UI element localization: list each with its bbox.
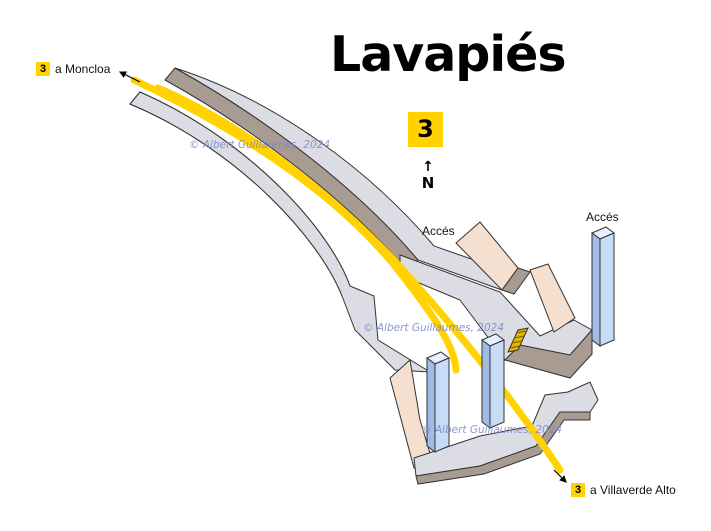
north-label: N <box>421 174 435 192</box>
north-arrow-icon: ↑ <box>422 159 434 175</box>
watermark: © Albert Guillaumes, 2024 <box>189 139 331 151</box>
track-line3-upper <box>154 84 564 474</box>
watermark: © Albert Guillaumes, 2024 <box>363 322 505 334</box>
station-title: Lavapiés <box>330 26 567 83</box>
destination-line-badge: 3 <box>36 62 50 76</box>
destination-label: a Moncloa <box>55 62 111 76</box>
track-line3-lower <box>130 76 460 374</box>
elevator-shaft-2 <box>481 333 505 429</box>
arrow-to-moncloa <box>118 71 141 83</box>
watermark: © Albert Guillaumes, 2024 <box>421 424 563 436</box>
stair-corridor-left-end <box>501 267 531 295</box>
access-label-left: Accés <box>422 224 455 238</box>
lower-corridor <box>389 359 433 469</box>
access-label-right: Accés <box>586 210 619 224</box>
destination-villaverde: 3 a Villaverde Alto <box>571 483 676 497</box>
destination-moncloa: 3 a Moncloa <box>36 62 110 76</box>
elevator-shaft-1 <box>426 351 450 453</box>
stairs-yellow <box>507 327 529 353</box>
lower-hall-edge <box>415 411 591 485</box>
arrow-to-villaverde <box>553 469 567 483</box>
north-indicator: ↑ N <box>421 160 435 192</box>
elevator-shaft-3 <box>591 226 615 347</box>
stair-steps <box>509 330 527 349</box>
destination-label: a Villaverde Alto <box>590 483 676 497</box>
stair-corridor-right <box>529 263 576 333</box>
platform-lower <box>129 91 431 373</box>
destination-line-badge: 3 <box>571 483 585 497</box>
line-badge: 3 <box>408 112 443 147</box>
